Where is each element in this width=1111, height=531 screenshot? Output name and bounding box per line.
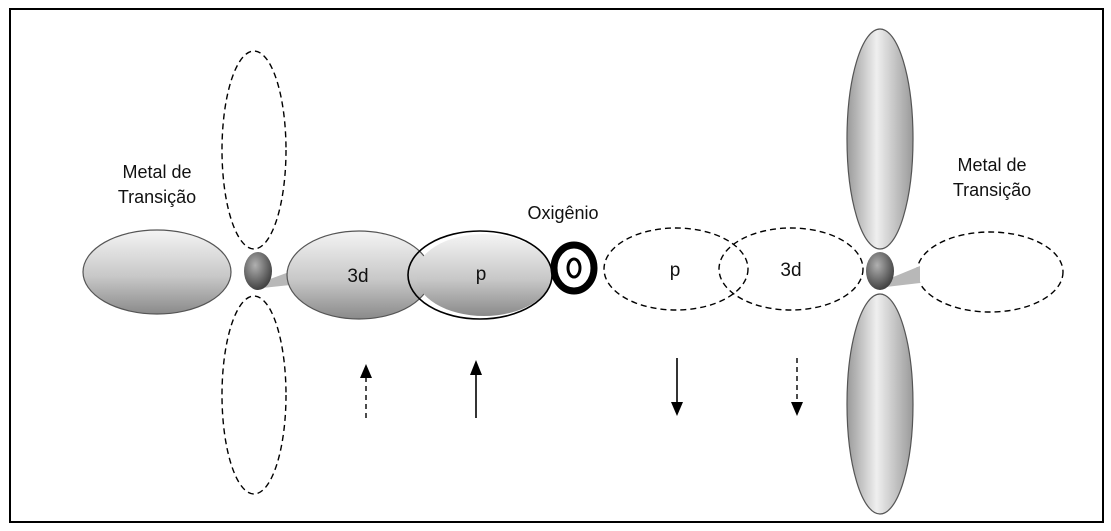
left-metal-top-lobe bbox=[221, 50, 287, 250]
oxygen-core bbox=[566, 257, 582, 279]
spin-arrow-left-3d bbox=[360, 364, 372, 418]
right-metal-label-line2: Transição bbox=[953, 180, 1031, 200]
right-metal bbox=[846, 28, 1064, 515]
left-metal-bottom-lobe bbox=[221, 295, 287, 495]
left-metal-label-line1: Metal de bbox=[122, 162, 191, 182]
right-metal-bottom-lobe bbox=[846, 293, 914, 515]
orbital-label-3d-right: 3d bbox=[780, 260, 801, 281]
orbital-label-3d-left: 3d bbox=[347, 266, 368, 287]
right-3d-orbital bbox=[718, 227, 864, 311]
right-metal-nucleus bbox=[866, 252, 894, 290]
right-metal-top-lobe bbox=[846, 28, 914, 250]
oxygen-atom bbox=[550, 241, 598, 295]
spin-arrow-left-p bbox=[470, 360, 482, 418]
oxygen-label: Oxigênio bbox=[527, 203, 598, 223]
right-p-orbital bbox=[603, 227, 749, 311]
left-p-orbital-fill bbox=[416, 234, 552, 316]
spin-arrow-right-p bbox=[671, 358, 683, 416]
right-metal-shadow bbox=[886, 266, 920, 287]
orbital-label-p-left: p bbox=[476, 264, 487, 285]
left-metal-label-line2: Transição bbox=[118, 187, 196, 207]
orbital-label-p-right: p bbox=[670, 260, 681, 281]
left-metal-nucleus bbox=[244, 252, 272, 290]
spin-arrow-right-3d bbox=[791, 358, 803, 416]
left-metal-left-lobe bbox=[82, 229, 232, 315]
right-metal-label-line1: Metal de bbox=[957, 155, 1026, 175]
